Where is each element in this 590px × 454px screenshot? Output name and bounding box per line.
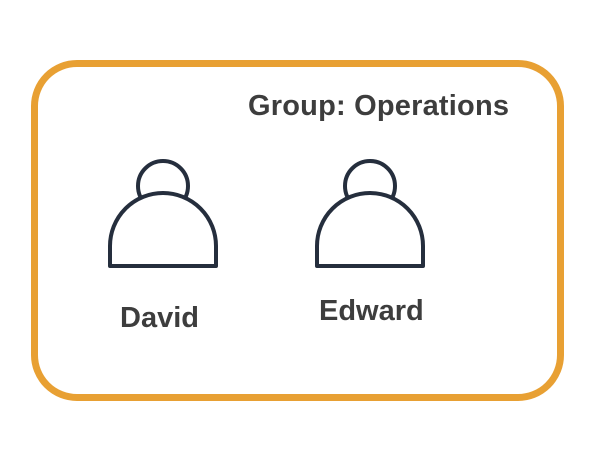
user-icon xyxy=(106,158,220,270)
group-title: Group: Operations xyxy=(248,90,510,122)
group-container xyxy=(31,60,564,401)
user-icon xyxy=(313,158,427,270)
member-name-david: David xyxy=(120,302,199,334)
member-name-edward: Edward xyxy=(319,295,424,327)
